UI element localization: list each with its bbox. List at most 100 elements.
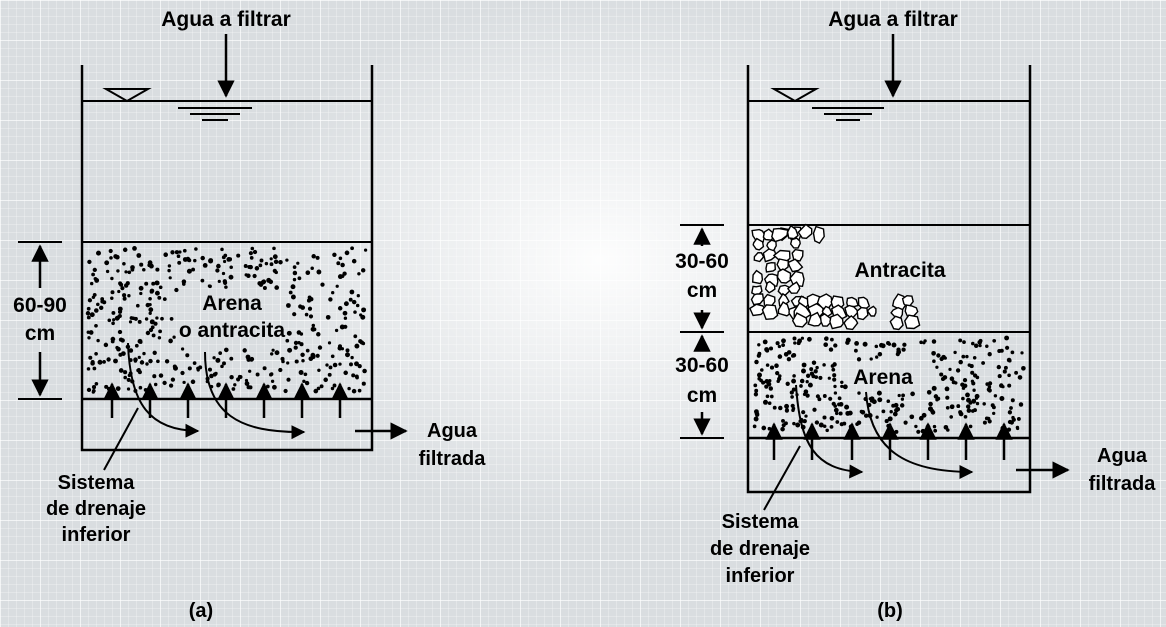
sand-particle — [168, 276, 172, 280]
sand-particle — [767, 401, 772, 405]
sand-particle — [286, 330, 292, 336]
sand-particle — [200, 255, 205, 261]
sand-particle — [853, 348, 858, 353]
sand-particle — [830, 337, 834, 342]
sand-particle — [137, 319, 142, 324]
flow-arrow-a2 — [204, 351, 306, 440]
sand-particle — [910, 391, 915, 397]
sand-particle — [92, 366, 97, 371]
sand-particle — [987, 419, 992, 424]
depth-top-label-line2-b: cm — [687, 279, 717, 302]
sand-particle — [185, 353, 190, 358]
sand-particle — [233, 383, 237, 387]
upflow-arrows-a — [103, 382, 349, 418]
sand-particle — [96, 302, 100, 307]
anthracite-particle — [791, 312, 808, 328]
sand-particle — [978, 344, 982, 348]
sand-particle — [975, 375, 980, 380]
anthracite-particle — [904, 314, 921, 330]
sand-particle — [901, 393, 905, 398]
anthracite-particles-b — [749, 223, 921, 331]
sand-particle — [361, 381, 366, 386]
sand-particle — [129, 316, 134, 320]
sand-particle — [122, 247, 128, 253]
sand-particle — [869, 357, 873, 361]
sand-particle — [793, 341, 797, 345]
sand-particle — [790, 395, 794, 399]
upflow-arrows-b — [765, 422, 1013, 460]
sand-particle — [228, 257, 232, 261]
sand-particle — [903, 420, 908, 425]
sand-particle — [198, 365, 203, 370]
sand-particle — [965, 354, 969, 359]
depth-bottom-label-line1-b: 30-60 — [675, 354, 729, 377]
depth-label-line1-a: 60-90 — [13, 294, 67, 317]
sand-particle — [1018, 402, 1024, 407]
sand-particle — [832, 362, 837, 367]
sand-particle — [805, 393, 810, 398]
inlet-label-b: Agua a filtrar — [828, 8, 958, 31]
sand-particle — [791, 378, 797, 384]
sand-particle — [833, 384, 837, 389]
underdrain-label-line3-b: inferior — [726, 565, 795, 587]
sand-particle — [972, 356, 977, 360]
media-label-line2-a: o antracita — [179, 319, 286, 342]
anthracite-particle — [789, 237, 801, 249]
sand-particle — [856, 420, 862, 425]
sand-particle — [1016, 416, 1021, 421]
sand-particle — [85, 311, 91, 316]
sand-particle — [765, 363, 770, 367]
sand-particle — [968, 424, 973, 429]
anthracite-particle — [786, 224, 799, 240]
sand-particle — [137, 355, 141, 360]
sand-particle — [860, 409, 866, 415]
anthracite-particle — [762, 248, 778, 263]
sand-particle — [803, 389, 809, 395]
sand-particle — [1006, 427, 1012, 432]
sand-particle — [1007, 383, 1012, 388]
sand-particle — [257, 281, 263, 286]
sand-particle — [889, 409, 893, 414]
sand-particle — [881, 409, 886, 414]
sand-particle — [148, 302, 152, 307]
sand-particle — [946, 428, 950, 432]
sand-particle — [250, 246, 255, 251]
sand-particle — [887, 416, 893, 422]
depth-label-line2-a: cm — [25, 322, 55, 345]
sand-particle — [167, 264, 172, 268]
sand-particle — [127, 270, 132, 275]
sand-particle — [237, 374, 242, 379]
sand-particle — [792, 421, 796, 426]
water-level-symbol-a — [102, 88, 152, 103]
sand-particle — [777, 354, 783, 359]
sand-particle — [271, 348, 275, 352]
sand-particle — [914, 424, 918, 429]
sand-particle — [155, 281, 160, 285]
sand-particle — [229, 375, 234, 380]
sand-particle — [223, 347, 229, 353]
sand-particle — [228, 274, 234, 280]
sand-particle — [132, 246, 137, 251]
sand-particle — [340, 347, 345, 351]
sand-particle — [357, 388, 362, 393]
sand-particle — [89, 312, 95, 318]
sand-particle — [97, 359, 103, 365]
sand-particle — [335, 284, 339, 288]
sand-particle — [801, 368, 806, 374]
sand-particle — [935, 398, 939, 402]
sand-particle — [116, 346, 121, 352]
sand-particle — [772, 405, 777, 410]
sand-particle — [942, 375, 948, 380]
sand-particle — [119, 282, 124, 287]
sand-particle — [167, 268, 171, 273]
underdrain-label-line1-b: Sistema — [722, 511, 800, 533]
sand-particle — [993, 394, 998, 398]
sand-particle — [829, 425, 834, 429]
anthracite-particle — [889, 315, 904, 331]
sand-particle — [249, 358, 254, 362]
sand-particle — [775, 341, 780, 346]
sand-particle — [215, 268, 220, 273]
sand-particle — [1011, 415, 1015, 420]
sand-particle — [286, 303, 291, 308]
sand-particle — [128, 348, 134, 353]
